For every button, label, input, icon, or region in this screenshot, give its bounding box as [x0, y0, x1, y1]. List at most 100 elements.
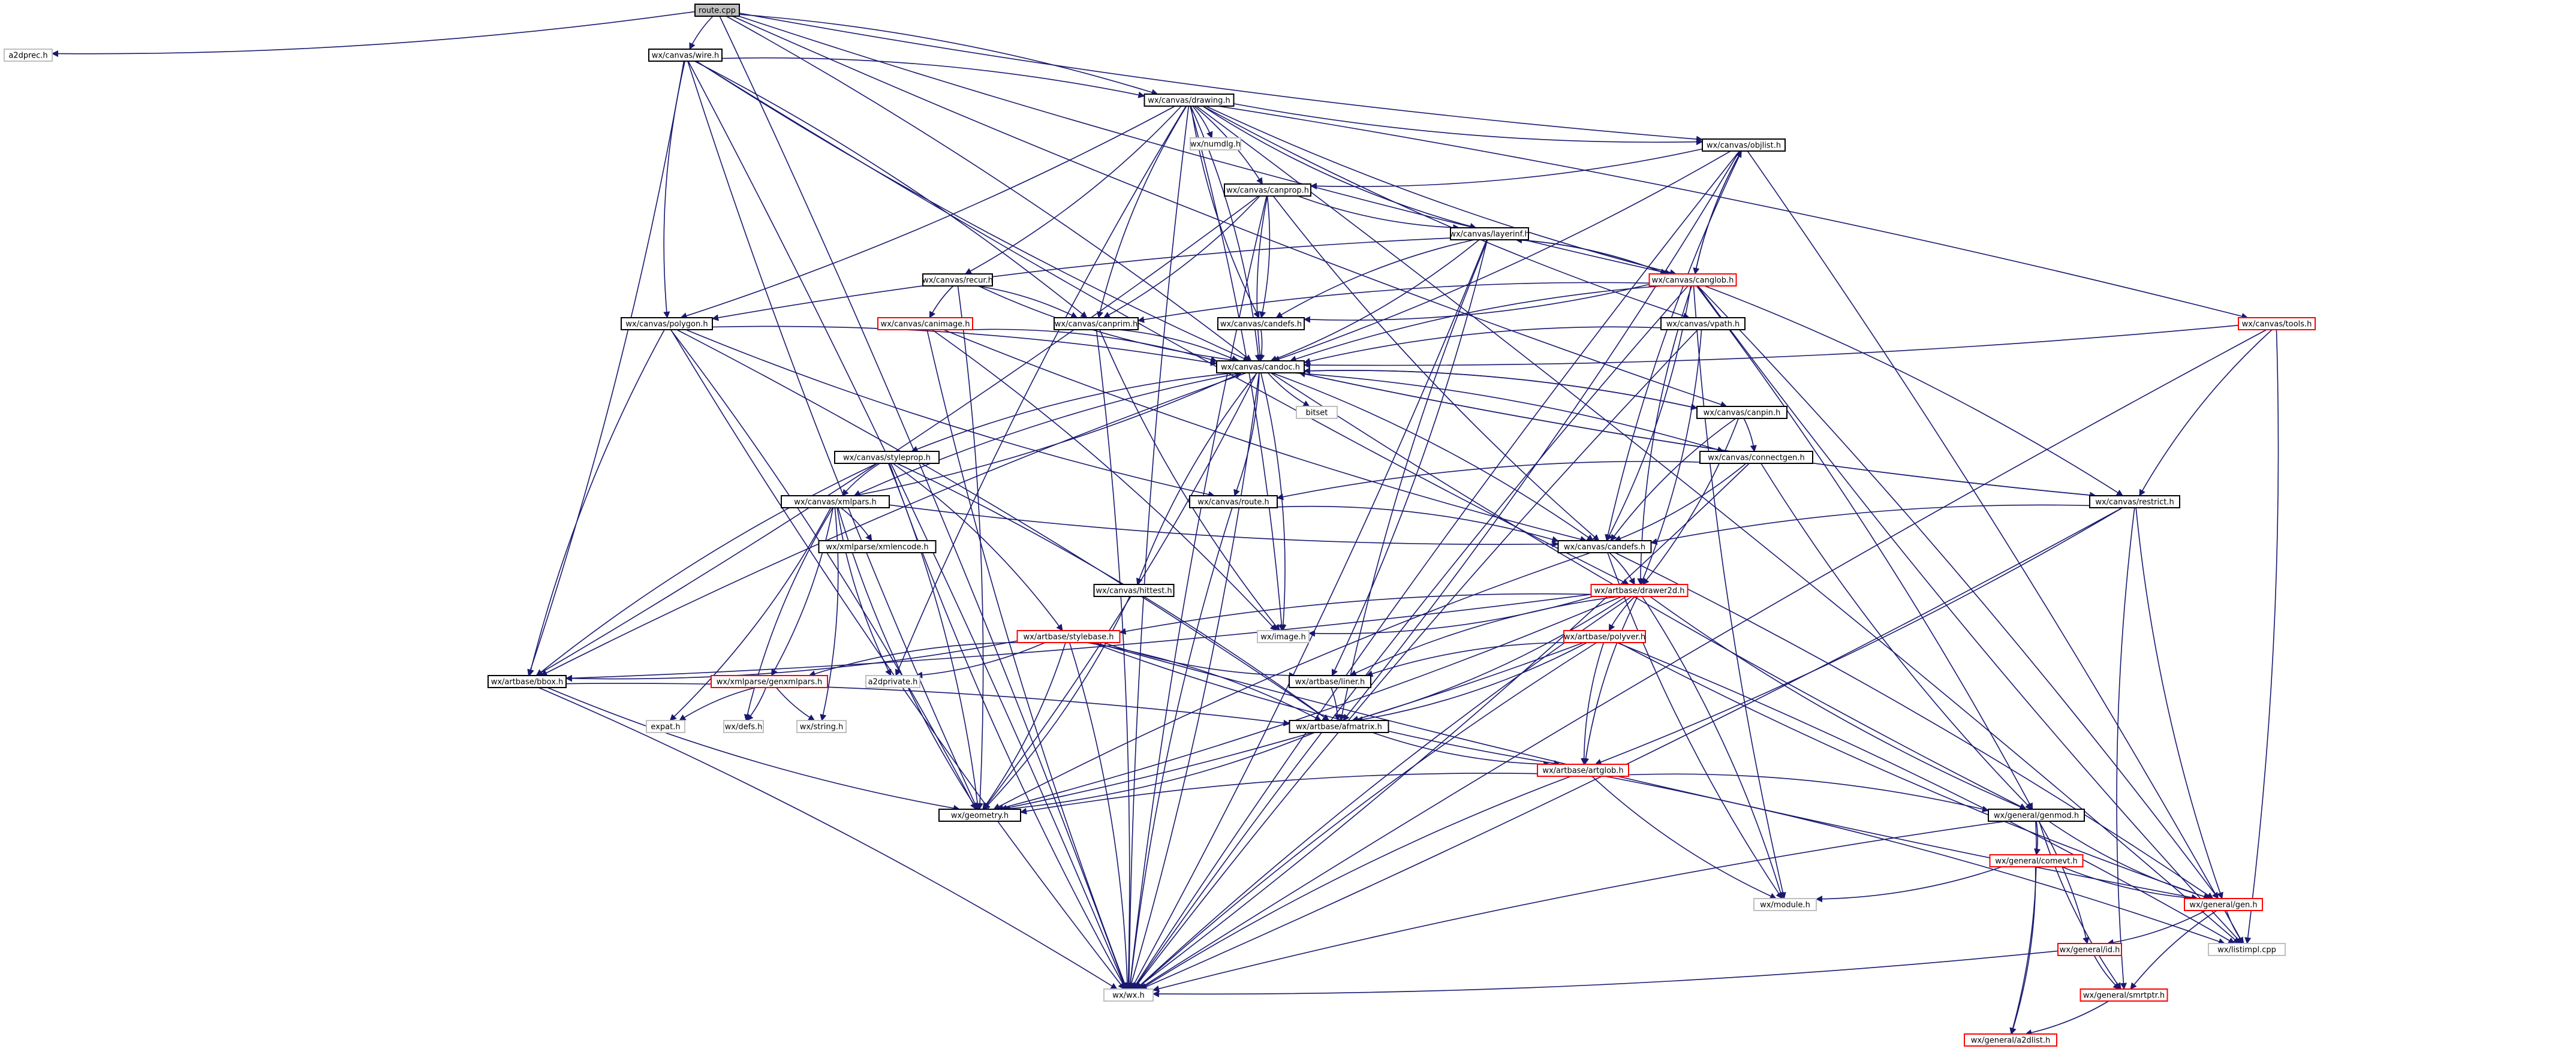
graph-node[interactable]: wx/artbase/afmatrix.h — [1289, 720, 1389, 733]
graph-node[interactable]: wx/numdlg.h — [1190, 137, 1241, 150]
graph-node[interactable]: wx/general/id.h — [2057, 943, 2122, 956]
graph-node[interactable]: wx/canvas/polygon.h — [621, 317, 713, 330]
node-box[interactable] — [2057, 943, 2122, 956]
graph-node[interactable]: wx/artbase/stylebase.h — [1016, 630, 1121, 643]
node-box[interactable] — [938, 809, 1021, 822]
graph-node[interactable]: wx/general/smrtptr.h — [2080, 988, 2168, 1002]
node-box[interactable] — [646, 720, 685, 733]
graph-node[interactable]: wx/canvas/wire.h — [648, 49, 723, 62]
node-box[interactable] — [922, 273, 993, 287]
node-box[interactable] — [694, 4, 740, 17]
node-box[interactable] — [1450, 227, 1529, 240]
graph-node[interactable]: wx/artbase/artglob.h — [1537, 764, 1629, 777]
graph-node[interactable]: wx/canvas/canpin.h — [1696, 406, 1787, 419]
graph-node[interactable]: wx/canvas/tools.h — [2238, 317, 2316, 330]
node-box[interactable] — [723, 720, 764, 733]
node-box[interactable] — [1217, 317, 1305, 330]
node-box[interactable] — [1216, 360, 1305, 373]
graph-node[interactable]: wx/canvas/vpath.h — [1660, 317, 1746, 330]
node-box[interactable] — [1296, 406, 1338, 419]
graph-node[interactable]: wx/canvas/objlist.h — [1702, 138, 1786, 152]
graph-node[interactable]: wx/canvas/recur.h — [922, 273, 993, 287]
node-box[interactable] — [2089, 495, 2180, 508]
graph-node[interactable]: wx/canvas/canprop.h — [1224, 183, 1311, 197]
node-box[interactable] — [2208, 943, 2286, 956]
node-box[interactable] — [1590, 584, 1689, 597]
node-box[interactable] — [711, 675, 828, 688]
graph-node[interactable]: wx/canvas/candefs.h — [1557, 540, 1652, 553]
graph-node[interactable]: wx/listimpl.cpp — [2208, 943, 2286, 956]
graph-node[interactable]: wx/canvas/restrict.h — [2089, 495, 2180, 508]
graph-node[interactable]: wx/artbase/polyver.h — [1563, 630, 1646, 643]
graph-node[interactable]: wx/module.h — [1753, 898, 1817, 911]
node-box[interactable] — [1660, 317, 1746, 330]
graph-node[interactable]: expat.h — [646, 720, 685, 733]
graph-node[interactable]: wx/image.h — [1257, 630, 1310, 643]
node-box[interactable] — [648, 49, 723, 62]
node-box[interactable] — [621, 317, 713, 330]
node-box[interactable] — [1289, 720, 1389, 733]
graph-node[interactable]: wx/defs.h — [723, 720, 764, 733]
node-box[interactable] — [1189, 495, 1278, 508]
node-box[interactable] — [1699, 451, 1813, 464]
node-box[interactable] — [1696, 406, 1787, 419]
node-box[interactable] — [1557, 540, 1652, 553]
graph-node[interactable]: wx/artbase/liner.h — [1289, 675, 1371, 688]
node-box[interactable] — [1054, 317, 1139, 330]
graph-node[interactable]: a2dprec.h — [4, 49, 53, 62]
node-box[interactable] — [834, 451, 940, 464]
graph-node[interactable]: wx/canvas/candefs.h — [1217, 317, 1305, 330]
graph-node[interactable]: wx/artbase/drawer2d.h — [1590, 584, 1689, 597]
graph-node[interactable]: wx/canvas/xmlpars.h — [781, 495, 890, 508]
node-box[interactable] — [1563, 630, 1646, 643]
graph-node[interactable]: wx/canvas/candoc.h — [1216, 360, 1305, 373]
node-box[interactable] — [1989, 854, 2084, 867]
node-box[interactable] — [2238, 317, 2316, 330]
graph-node[interactable]: wx/canvas/connectgen.h — [1699, 451, 1813, 464]
node-box[interactable] — [1988, 809, 2085, 822]
node-box[interactable] — [818, 540, 937, 553]
node-box[interactable] — [1964, 1033, 2057, 1047]
graph-node[interactable]: route.cpp — [694, 4, 740, 17]
graph-node[interactable]: wx/xmlparse/xmlencode.h — [818, 540, 937, 553]
node-box[interactable] — [1257, 630, 1310, 643]
node-box[interactable] — [1190, 137, 1241, 150]
node-box[interactable] — [1143, 94, 1235, 107]
node-box[interactable] — [796, 720, 847, 733]
node-box[interactable] — [2184, 898, 2263, 911]
node-box[interactable] — [1753, 898, 1817, 911]
node-box[interactable] — [1702, 138, 1786, 152]
graph-node[interactable]: wx/canvas/canglob.h — [1648, 273, 1737, 287]
graph-node[interactable]: wx/artbase/bbox.h — [487, 675, 567, 688]
graph-node[interactable]: a2dprivate.h — [865, 675, 920, 688]
node-box[interactable] — [1289, 675, 1371, 688]
graph-node[interactable]: wx/general/gen.h — [2184, 898, 2263, 911]
node-box[interactable] — [1224, 183, 1311, 197]
node-box[interactable] — [865, 675, 920, 688]
graph-node[interactable]: wx/canvas/layerinf.h — [1449, 227, 1530, 240]
graph-node[interactable]: wx/canvas/hittest.h — [1093, 584, 1175, 597]
node-box[interactable] — [4, 49, 53, 62]
node-box[interactable] — [877, 317, 973, 330]
graph-node[interactable]: wx/xmlparse/genxmlpars.h — [711, 675, 828, 688]
node-box[interactable] — [781, 495, 890, 508]
graph-node[interactable]: wx/general/a2dlist.h — [1964, 1033, 2057, 1047]
graph-node[interactable]: wx/canvas/canprim.h — [1054, 317, 1139, 330]
graph-node[interactable]: wx/canvas/route.h — [1189, 495, 1278, 508]
graph-node[interactable]: wx/canvas/styleprop.h — [834, 451, 940, 464]
node-box[interactable] — [1537, 764, 1629, 777]
graph-node[interactable]: bitset — [1296, 406, 1338, 419]
graph-node[interactable]: wx/general/comevt.h — [1989, 854, 2084, 867]
node-box[interactable] — [1016, 630, 1121, 643]
graph-node[interactable]: wx/geometry.h — [938, 809, 1021, 822]
node-box[interactable] — [487, 675, 567, 688]
node-box[interactable] — [1648, 273, 1737, 287]
graph-node[interactable]: wx/string.h — [796, 720, 847, 733]
graph-node[interactable]: wx/canvas/drawing.h — [1143, 94, 1235, 107]
graph-node[interactable]: wx/general/genmod.h — [1988, 809, 2085, 822]
node-box[interactable] — [1093, 584, 1175, 597]
graph-node[interactable]: wx/wx.h — [1103, 988, 1154, 1002]
node-box[interactable] — [2080, 988, 2168, 1002]
graph-node[interactable]: wx/canvas/canimage.h — [877, 317, 973, 330]
node-box[interactable] — [1103, 988, 1154, 1002]
